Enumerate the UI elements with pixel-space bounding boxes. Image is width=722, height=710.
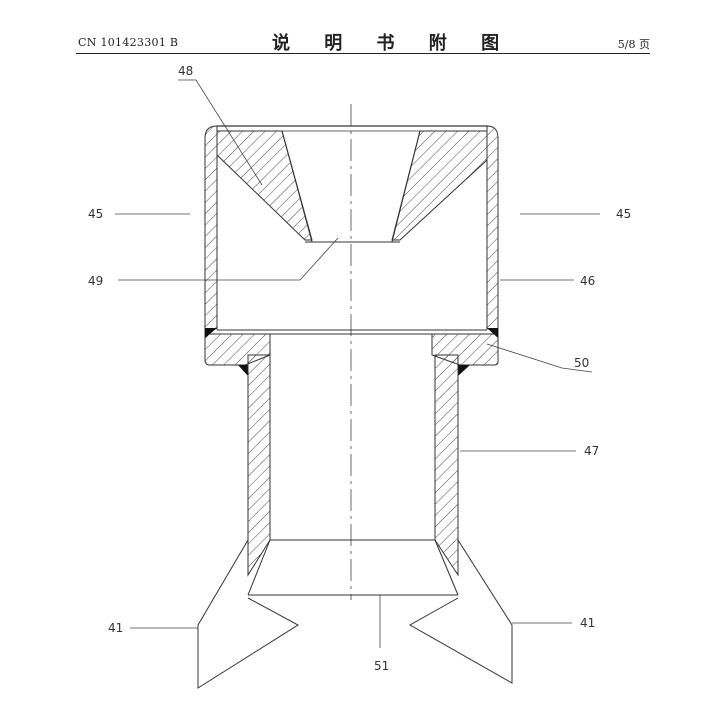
label-50: 50 [574,356,589,370]
label-45-right: 45 [616,207,631,221]
header-rule [76,53,650,54]
leader-lines [115,79,600,648]
label-41-left: 41 [108,621,123,635]
patent-number: CN 101423301 B [78,36,179,49]
lower-tube [247,354,459,596]
label-48: 48 [178,64,193,78]
label-41-right: 41 [580,616,595,630]
label-49: 49 [88,274,103,288]
page-title: 说 明 书 附 图 [272,33,514,54]
connection-plate [204,328,499,376]
claws [197,539,513,689]
conical-hopper [216,130,488,243]
label-47: 47 [584,444,599,458]
label-51: 51 [374,659,389,673]
label-46: 46 [580,274,595,288]
page-number: 5/8 页 [617,38,650,51]
label-45-left: 45 [88,207,103,221]
